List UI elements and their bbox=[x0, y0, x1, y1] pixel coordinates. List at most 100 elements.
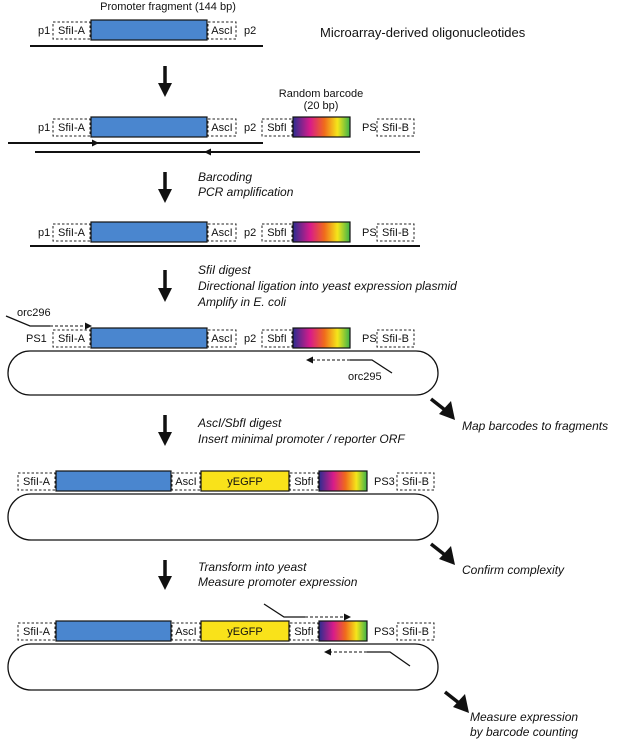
asci-label: AscI bbox=[175, 476, 196, 488]
sbfi-site bbox=[289, 472, 319, 491]
step-arrow-3: SfiI digest Directional ligation into ye… bbox=[158, 263, 457, 309]
sfiib-site bbox=[376, 223, 415, 242]
yegfp-block bbox=[200, 620, 290, 642]
promoter-fragment-block bbox=[90, 116, 208, 138]
p1-label: p1 bbox=[38, 25, 50, 37]
orc296-label: orc296 bbox=[17, 307, 51, 319]
promoter-fragment-label: Promoter fragment (144 bp) bbox=[100, 1, 236, 13]
step-amplify: Amplify in E. coli bbox=[197, 295, 286, 309]
sfiib-site bbox=[396, 472, 435, 491]
row-barcode-counting: SfiI-A AscI yEGFP SbfI PS3 SfiI-B bbox=[7, 603, 439, 691]
ps3-label: PS3 bbox=[374, 626, 395, 638]
sfiib-site bbox=[396, 622, 435, 641]
row-barcoding-pcr: Random barcode (20 bp) p1 SfiI-A AscI p2… bbox=[8, 88, 420, 156]
sbfi-site bbox=[261, 118, 293, 137]
step-sfii-digest: SfiI digest bbox=[198, 263, 251, 277]
sfiib-site bbox=[376, 329, 415, 348]
step-insert-reporter: Insert minimal promoter / reporter ORF bbox=[198, 432, 405, 446]
note-map-barcodes: Map barcodes to fragments bbox=[462, 419, 608, 433]
plasmid-backbone bbox=[7, 493, 439, 541]
sbfi-label: SbfI bbox=[267, 333, 287, 345]
sbfi-label: SbfI bbox=[267, 122, 287, 134]
step-asci-sbfi-digest: AscI/SbfI digest bbox=[197, 416, 282, 430]
barcode-block bbox=[318, 470, 368, 492]
asci-site bbox=[207, 118, 237, 137]
step-ligation: Directional ligation into yeast expressi… bbox=[198, 279, 457, 293]
promoter-fragment-block bbox=[90, 19, 208, 41]
asci-label: AscI bbox=[175, 626, 196, 638]
sfiia-site bbox=[52, 329, 91, 348]
orc296-primer bbox=[5, 315, 50, 327]
ps3-label: PS3 bbox=[374, 476, 395, 488]
step-arrow-1 bbox=[158, 66, 172, 97]
step-arrow-4: AscI/SbfI digest Insert minimal promoter… bbox=[158, 415, 405, 446]
step-measure-expression: Measure promoter expression bbox=[198, 575, 358, 589]
promoter-fragment-block bbox=[90, 221, 208, 243]
p2-label: p2 bbox=[244, 227, 256, 239]
sfiia-site bbox=[52, 21, 91, 40]
sfiib-label: SfiI-B bbox=[402, 476, 429, 488]
asci-site bbox=[207, 223, 237, 242]
barcode-block bbox=[292, 116, 351, 138]
oligos-title: Microarray-derived oligonucleotides bbox=[320, 25, 526, 40]
sfiia-label: SfiI-A bbox=[58, 25, 86, 37]
sfiia-label: SfiI-A bbox=[58, 122, 86, 134]
asci-label: AscI bbox=[211, 227, 232, 239]
sbfi-label: SbfI bbox=[294, 476, 314, 488]
asci-site bbox=[207, 21, 237, 40]
sfiia-site bbox=[52, 118, 91, 137]
asci-site bbox=[171, 622, 201, 641]
side-arrow-measure: Measure expression by barcode counting bbox=[443, 690, 578, 739]
note-confirm-complexity: Confirm complexity bbox=[462, 563, 565, 577]
row-plasmid-library: orc296 PS1 SfiI-A AscI p2 SbfI PS3 SfiI-… bbox=[5, 307, 439, 396]
sfiia-label: SfiI-A bbox=[23, 626, 51, 638]
barcode-length-label: (20 bp) bbox=[304, 100, 339, 112]
row-oligonucleotides: Promoter fragment (144 bp) p1 SfiI-A Asc… bbox=[30, 1, 526, 47]
barcode-block bbox=[292, 221, 351, 243]
asci-label: AscI bbox=[211, 333, 232, 345]
sbfi-label: SbfI bbox=[294, 626, 314, 638]
asci-site bbox=[171, 472, 201, 491]
sbfi-site bbox=[261, 223, 293, 242]
step-transform: Transform into yeast bbox=[198, 560, 307, 574]
asci-label: AscI bbox=[211, 25, 232, 37]
sfiib-label: SfiI-B bbox=[382, 227, 409, 239]
step-arrow-2: Barcoding PCR amplification bbox=[158, 170, 294, 203]
sbfi-site bbox=[289, 622, 319, 641]
p1-label: p1 bbox=[38, 122, 50, 134]
sfiib-label: SfiI-B bbox=[402, 626, 429, 638]
note-measure-expression: Measure expression bbox=[470, 710, 578, 724]
sfiib-site bbox=[376, 118, 415, 137]
promoter-fragment-block bbox=[90, 327, 208, 349]
sfiia-site bbox=[52, 223, 91, 242]
reverse-counting-primer bbox=[367, 651, 411, 667]
row-reporter-construct: SfiI-A AscI yEGFP SbfI PS3 SfiI-B bbox=[7, 470, 439, 541]
barcode-block bbox=[292, 327, 351, 349]
note-barcode-counting: by barcode counting bbox=[470, 725, 578, 739]
step-barcoding: Barcoding bbox=[198, 170, 252, 184]
sbfi-label: SbfI bbox=[267, 227, 287, 239]
sfiib-label: SfiI-B bbox=[382, 122, 409, 134]
ps1-label: PS1 bbox=[26, 333, 47, 345]
sfiia-label: SfiI-A bbox=[58, 333, 86, 345]
p1-label: p1 bbox=[38, 227, 50, 239]
sfiia-label: SfiI-A bbox=[23, 476, 51, 488]
p2-label: p2 bbox=[244, 122, 256, 134]
promoter-fragment-block bbox=[55, 470, 172, 492]
sfiia-site bbox=[17, 472, 56, 491]
sfiia-label: SfiI-A bbox=[58, 227, 86, 239]
p2-label: p2 bbox=[244, 333, 256, 345]
step-pcr: PCR amplification bbox=[198, 185, 294, 199]
asci-site bbox=[207, 329, 237, 348]
barcode-block bbox=[318, 620, 368, 642]
plasmid-backbone bbox=[7, 643, 439, 691]
barcode-label: Random barcode bbox=[279, 88, 363, 100]
yegfp-label: yEGFP bbox=[227, 626, 262, 638]
row-amplified-product: p1 SfiI-A AscI p2 SbfI PS3 SfiI-B bbox=[30, 221, 420, 247]
step-arrow-5: Transform into yeast Measure promoter ex… bbox=[158, 560, 358, 590]
sfiib-label: SfiI-B bbox=[382, 333, 409, 345]
p2-label: p2 bbox=[244, 25, 256, 37]
side-arrow-confirm: Confirm complexity bbox=[429, 542, 565, 577]
sfiia-site bbox=[17, 622, 56, 641]
